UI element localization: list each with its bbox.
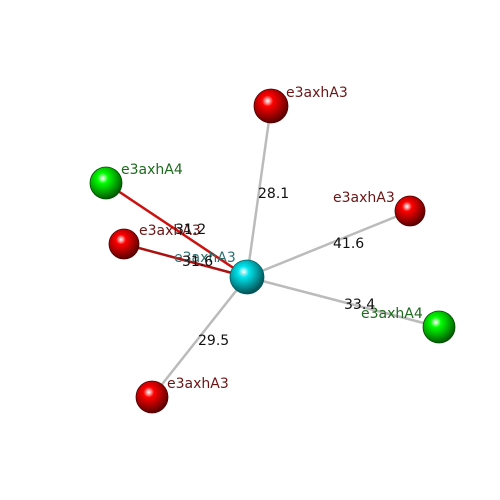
- bond-line-lower-right: [245, 275, 441, 329]
- center-atom-sphere[interactable]: [229, 259, 265, 295]
- atom-label-bottom: e3axhA3: [167, 376, 229, 392]
- atom-sphere-top[interactable]: [253, 88, 289, 124]
- distance-label-lower-right: 33.4: [344, 297, 375, 313]
- distance-label-left: 31.6: [182, 254, 213, 270]
- bond-line-top: [245, 104, 273, 279]
- distance-label-top: 28.1: [258, 186, 289, 202]
- distance-label-right: 41.6: [333, 236, 364, 252]
- atom-sphere-left[interactable]: [108, 228, 140, 260]
- atom-label-right: e3axhA3: [333, 190, 395, 206]
- distance-label-upper-left: 31.2: [175, 222, 206, 238]
- distance-label-bottom: 29.5: [198, 333, 229, 349]
- atom-sphere-right[interactable]: [394, 195, 426, 227]
- atom-label-left: e3axhA3: [139, 223, 201, 239]
- atom-label-upper-left: e3axhA4: [121, 162, 183, 178]
- atom-label-top: e3axhA3: [286, 85, 348, 101]
- bond-line-bottom: [150, 275, 249, 399]
- bond-line-left: [122, 242, 249, 279]
- bond-line-right: [245, 209, 412, 279]
- atom-sphere-upper-left[interactable]: [89, 166, 123, 200]
- atom-label-lower-right: e3axhA4: [361, 306, 423, 322]
- atom-sphere-lower-right[interactable]: [422, 310, 456, 344]
- atom-sphere-bottom[interactable]: [135, 380, 169, 414]
- bond-line-upper-left: [104, 181, 249, 279]
- center-atom-label: e3axhA3: [174, 250, 236, 266]
